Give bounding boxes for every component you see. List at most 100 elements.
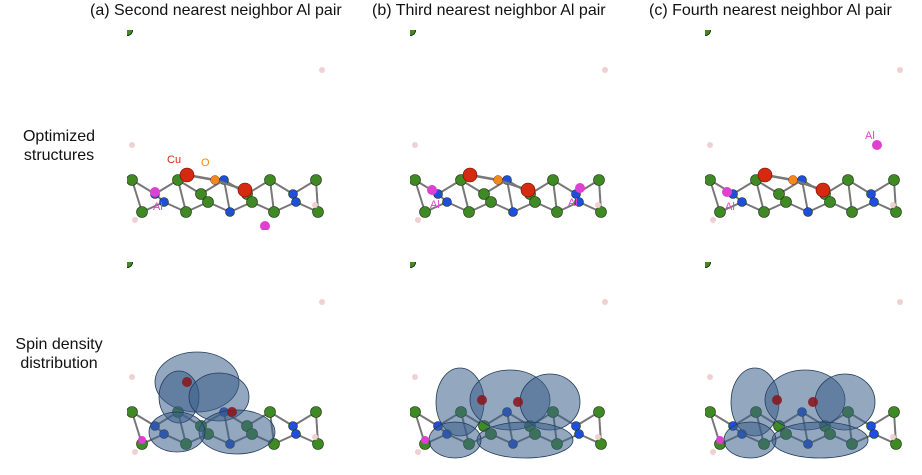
copper-atom — [808, 397, 818, 407]
oxygen-atom — [419, 206, 431, 218]
oxygen-atom — [312, 206, 324, 218]
silicon-atom — [574, 197, 584, 207]
hydrogen-atom — [319, 67, 325, 73]
oxygen-atom — [529, 196, 541, 208]
hydrogen-atom — [415, 449, 421, 455]
row-label-spin-density: Spin density distribution — [0, 335, 118, 373]
bridging-oxygen-label: O — [201, 157, 210, 169]
hydrogen-atom — [595, 434, 601, 440]
oxygen-atom — [890, 206, 902, 218]
aluminum-atom — [722, 187, 732, 197]
spin-density-isosurface — [519, 373, 581, 431]
column-title-b: (b) Third nearest neighbor Al pair — [372, 2, 606, 19]
spin-density-isosurface — [771, 421, 869, 459]
copper-atom — [772, 395, 782, 405]
oxygen-atom — [780, 196, 792, 208]
spin-density-isosurface — [198, 409, 276, 455]
copper-atom — [227, 407, 237, 417]
hydrogen-atom — [312, 202, 318, 208]
oxygen-atom — [202, 196, 214, 208]
silicon-atom — [869, 429, 879, 439]
copper-atom — [815, 182, 831, 198]
oxygen-atom — [551, 206, 563, 218]
spin-density-panel-c — [705, 262, 903, 459]
spin-density-panel-b — [410, 262, 608, 459]
copper-label: Cu — [167, 154, 181, 166]
hydrogen-atom — [312, 434, 318, 440]
hydrogen-atom — [602, 299, 608, 305]
oxygen-atom — [714, 206, 726, 218]
silicon-atom — [574, 429, 584, 439]
oxygen-atom — [410, 174, 421, 186]
hydrogen-atom — [129, 374, 135, 380]
aluminum-label: Al — [725, 201, 735, 213]
framework-bond — [506, 179, 514, 213]
framework-bond — [801, 179, 809, 213]
copper-atom — [757, 167, 773, 183]
oxygen-atom — [846, 206, 858, 218]
oxygen-atom — [595, 206, 607, 218]
aluminum-atom — [716, 436, 724, 444]
oxygen-atom — [310, 406, 322, 418]
bridging-oxygen-atom — [493, 175, 503, 185]
hydrogen-atom — [602, 67, 608, 73]
silicon-atom — [508, 207, 518, 217]
spin-density-isosurface — [148, 411, 206, 453]
aluminum-atom — [260, 221, 270, 230]
aluminum-atom — [138, 436, 146, 444]
silicon-atom — [225, 207, 235, 217]
spin-density-isosurface — [428, 421, 482, 459]
oxygen-atom — [595, 438, 607, 450]
silicon-atom — [737, 197, 747, 207]
spin-density-isosurface — [814, 373, 876, 431]
column-title-c: (c) Fourth nearest neighbor Al pair — [649, 2, 892, 19]
hydrogen-atom — [132, 449, 138, 455]
hydrogen-atom — [319, 299, 325, 305]
copper-atom — [513, 397, 523, 407]
silicon-atom — [866, 189, 876, 199]
oxygen-atom — [485, 196, 497, 208]
copper-atom — [179, 167, 195, 183]
row-label-spin-line1: Spin density — [15, 336, 103, 353]
bridging-oxygen-atom — [210, 175, 220, 185]
row-label-optimized-line2: structures — [23, 147, 95, 164]
silicon-atom — [442, 197, 452, 207]
oxygen-atom — [890, 438, 902, 450]
aluminum-label: Al — [568, 197, 578, 209]
bridging-oxygen-atom — [788, 175, 798, 185]
copper-atom — [462, 167, 478, 183]
oxygen-atom — [268, 206, 280, 218]
hydrogen-atom — [897, 67, 903, 73]
copper-atom — [182, 377, 192, 387]
spin-density-isosurface — [476, 421, 574, 459]
structure-panel-b: Al Al — [410, 30, 608, 223]
oxygen-atom — [824, 196, 836, 208]
oxygen-atom — [705, 262, 711, 268]
silicon-atom — [803, 207, 813, 217]
hydrogen-atom — [890, 202, 896, 208]
oxygen-atom — [195, 188, 207, 200]
aluminum-atom — [575, 183, 585, 193]
framework-bond — [223, 179, 231, 213]
row-label-optimized-line1: Optimized — [22, 128, 96, 145]
hydrogen-atom — [129, 142, 135, 148]
hydrogen-atom — [710, 449, 716, 455]
oxygen-atom — [264, 174, 276, 186]
oxygen-atom — [773, 188, 785, 200]
oxygen-atom — [180, 206, 192, 218]
hydrogen-atom — [412, 374, 418, 380]
hydrogen-atom — [595, 202, 601, 208]
oxygen-atom — [264, 406, 276, 418]
oxygen-atom — [705, 406, 716, 418]
oxygen-atom — [888, 174, 900, 186]
oxygen-atom — [127, 406, 138, 418]
silicon-atom — [288, 421, 298, 431]
silicon-atom — [291, 429, 301, 439]
column-title-a: (a) Second nearest neighbor Al pair — [90, 2, 342, 19]
oxygen-atom — [127, 174, 138, 186]
aluminum-atom — [872, 140, 882, 150]
oxygen-atom — [246, 196, 258, 208]
oxygen-atom — [705, 174, 716, 186]
aluminum-label: Al — [430, 199, 440, 211]
